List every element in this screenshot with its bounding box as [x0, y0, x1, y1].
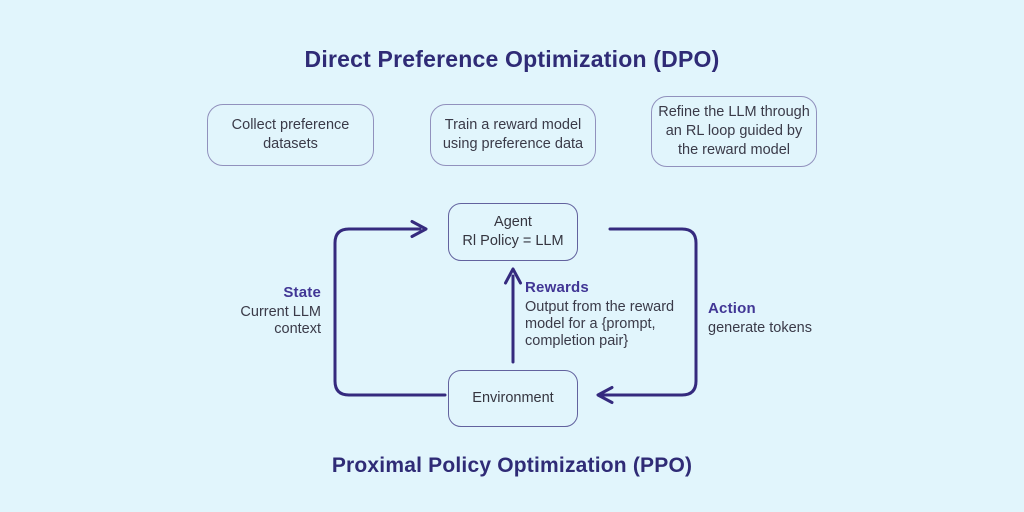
- agent-label: Agent: [494, 214, 532, 231]
- dpo-step-box-1: Collect preference datasets: [207, 104, 374, 166]
- environment-node: Environment: [448, 370, 578, 427]
- arrowhead-up-icon: [504, 267, 522, 285]
- state-desc: Current LLM context: [240, 303, 321, 337]
- dpo-step-label-3: Refine the LLM through an RL loop guided…: [658, 103, 810, 159]
- ppo-title: Proximal Policy Optimization (PPO): [331, 454, 693, 477]
- action-desc: generate tokens: [708, 319, 812, 336]
- rewards-desc: Output from the reward model for a {prom…: [525, 298, 675, 349]
- action-label: Action: [708, 300, 756, 317]
- dpo-step-box-3: Refine the LLM through an RL loop guided…: [651, 96, 817, 167]
- state-label-group: State Current LLM context: [200, 284, 321, 338]
- rewards-label-group: Rewards Output from the reward model for…: [525, 279, 703, 350]
- loop-left-line: [333, 227, 447, 397]
- dpo-step-box-2: Train a reward model using preference da…: [430, 104, 596, 166]
- dpo-step-label-2: Train a reward model using preference da…: [442, 116, 584, 152]
- dpo-title: Direct Preference Optimization (DPO): [304, 46, 720, 72]
- dpo-step-label-1: Collect preference datasets: [231, 116, 350, 152]
- arrowhead-right-icon: [410, 220, 428, 238]
- action-label-group: Action generate tokens: [708, 300, 848, 337]
- arrowhead-left-icon: [596, 386, 614, 404]
- rewards-label: Rewards: [525, 279, 589, 296]
- state-label: State: [283, 284, 321, 301]
- agent-node: Agent Rl Policy = LLM: [448, 203, 578, 261]
- environment-label: Environment: [472, 390, 554, 407]
- agent-sublabel: Rl Policy = LLM: [462, 233, 564, 249]
